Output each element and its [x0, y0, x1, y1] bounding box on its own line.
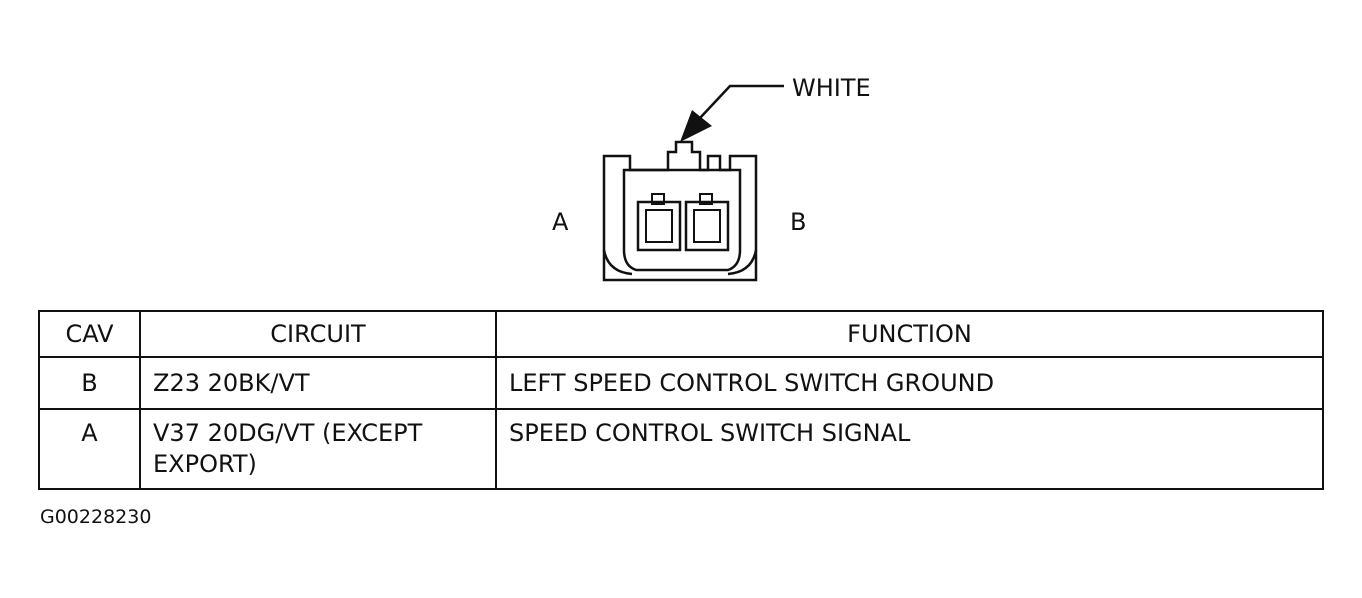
- cavity-a-tab: [651, 193, 665, 205]
- pinout-table: CAV CIRCUIT FUNCTION B Z23 20BK/VT LEFT …: [38, 310, 1324, 490]
- table-row: A V37 20DG/VT (EXCEPT EXPORT) SPEED CONT…: [38, 408, 1324, 490]
- cavity-b-tab: [699, 193, 713, 205]
- cav-cell: A: [38, 408, 141, 490]
- function-cell: SPEED CONTROL SWITCH SIGNAL: [495, 408, 1324, 490]
- cavity-b: [684, 200, 730, 252]
- wire-color-leader-line: [699, 84, 784, 119]
- header-cav: CAV: [38, 310, 141, 358]
- circuit-line-2: EXPORT): [153, 450, 257, 478]
- cavity-a: [636, 200, 682, 252]
- circuit-cell: Z23 20BK/VT: [139, 356, 497, 410]
- cavity-b-label: B: [790, 208, 806, 236]
- cavity-b-terminal: [693, 209, 721, 243]
- function-cell: LEFT SPEED CONTROL SWITCH GROUND: [495, 356, 1324, 410]
- connector-left-latch: [602, 249, 633, 276]
- table-header-row: CAV CIRCUIT FUNCTION: [38, 310, 1324, 358]
- wire-color-label: WHITE: [792, 74, 871, 102]
- header-function: FUNCTION: [495, 310, 1324, 358]
- cavity-a-terminal: [645, 209, 673, 243]
- cav-cell: B: [38, 356, 141, 410]
- table-row: B Z23 20BK/VT LEFT SPEED CONTROL SWITCH …: [38, 356, 1324, 410]
- connector-right-latch: [727, 249, 758, 276]
- connector-diagram: WHITE A B: [552, 74, 871, 282]
- cavity-a-label: A: [552, 208, 569, 236]
- circuit-cell: V37 20DG/VT (EXCEPT EXPORT): [139, 408, 497, 490]
- connector-inner-housing: [622, 168, 742, 272]
- circuit-line-1: V37 20DG/VT (EXCEPT: [153, 419, 423, 447]
- figure-id: G00228230: [40, 506, 152, 528]
- header-circuit: CIRCUIT: [139, 310, 497, 358]
- wire-color-arrowhead: [680, 110, 712, 142]
